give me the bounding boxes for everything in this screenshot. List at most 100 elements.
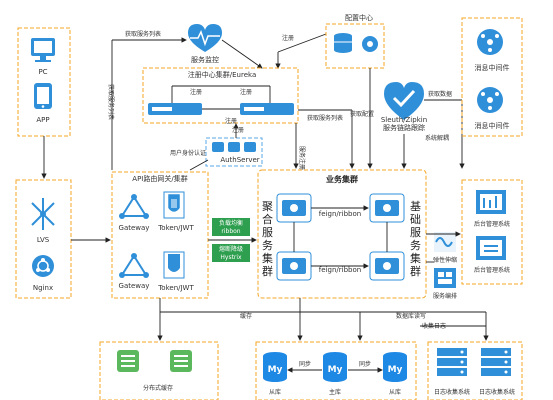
gateway-label-1: Gateway bbox=[119, 224, 150, 232]
mobile-icon bbox=[34, 83, 52, 109]
db-slave-label-1: 从库 bbox=[269, 388, 281, 396]
gear-icon bbox=[362, 36, 378, 52]
log-server-icon bbox=[481, 348, 511, 376]
auth-box bbox=[205, 137, 263, 167]
nginx-label: Nginx bbox=[33, 284, 53, 292]
log-server-icon bbox=[437, 348, 467, 376]
db-slave-label-2: 从库 bbox=[389, 388, 401, 396]
feign-label-2: feign/ribbon bbox=[319, 266, 361, 274]
service-monitor-label: 服务监控 bbox=[191, 55, 219, 64]
config-center-label: 配置中心 bbox=[345, 13, 373, 22]
edge-fetch-list-mid: 获取服务列表 bbox=[307, 114, 343, 122]
edge-register-auth: 注册 bbox=[232, 126, 244, 134]
mysql-icon: My bbox=[323, 352, 347, 382]
registry-title: 注册中心集群/Eureka bbox=[188, 70, 256, 79]
ribbon-line2: ribbon bbox=[221, 228, 240, 235]
business-box bbox=[257, 169, 427, 299]
shield-icon bbox=[163, 251, 185, 279]
sleuth-check-icon bbox=[384, 82, 424, 120]
log-label-1: 日志收集系统 bbox=[434, 388, 470, 396]
lvs-icon bbox=[31, 198, 55, 230]
edge-fetch-list-vertical: 获取服务列表 bbox=[107, 84, 115, 120]
feign-label-1: feign/ribbon bbox=[319, 210, 361, 218]
mq-icon bbox=[477, 87, 503, 113]
edge-log-collect: 收集日志 bbox=[422, 322, 446, 330]
database-icon bbox=[334, 33, 352, 53]
hystrix-badge bbox=[212, 244, 250, 262]
sync-label-1: 同步 bbox=[299, 360, 311, 368]
mq-icon bbox=[477, 29, 503, 55]
lvs-label: LVS bbox=[37, 236, 50, 244]
db-box bbox=[255, 341, 417, 400]
registry-register-1: 注册 bbox=[190, 88, 202, 96]
registry-box bbox=[142, 67, 299, 124]
service-node bbox=[276, 251, 312, 281]
cache-icon bbox=[117, 350, 139, 372]
edge-db-rw: 数据库读写 bbox=[396, 312, 426, 320]
server-icon bbox=[240, 103, 294, 115]
db-master-label: 主库 bbox=[329, 388, 341, 396]
cache-label: 分布式缓存 bbox=[143, 384, 173, 392]
ribbon-line1: 负载均衡 bbox=[219, 219, 243, 227]
heart-monitor-icon bbox=[188, 24, 222, 52]
mysql-icon: My bbox=[263, 352, 287, 382]
user-auth-label: 用户身份认证 bbox=[170, 149, 206, 157]
edge-service-register: 服务注册 bbox=[298, 146, 306, 170]
ribbon-badge bbox=[212, 218, 250, 236]
service-node bbox=[369, 193, 405, 223]
config-box bbox=[325, 23, 385, 69]
edge-system-decouple: 系统解耦 bbox=[425, 134, 449, 142]
gateway-icon bbox=[119, 194, 149, 219]
sync-label-2: 同步 bbox=[359, 360, 371, 368]
service-node bbox=[276, 193, 312, 223]
edge-fetch-list-top: 获取服务列表 bbox=[125, 30, 161, 38]
lb-box bbox=[15, 179, 72, 299]
cache-icon bbox=[170, 350, 192, 372]
mysql-icon: My bbox=[383, 352, 407, 382]
cache-box bbox=[99, 341, 219, 400]
token-label-1: Token/JWT bbox=[157, 224, 194, 232]
server-icon bbox=[148, 103, 202, 115]
mq-label-2: 消息中间件 bbox=[475, 121, 510, 130]
gateway-label-2: Gateway bbox=[119, 282, 150, 290]
pc-label: PC bbox=[38, 68, 47, 76]
orchestration-label: 服务编排 bbox=[433, 292, 457, 300]
log-box bbox=[427, 341, 523, 400]
edge-fetch-data: 获取数据 bbox=[428, 90, 452, 98]
registry-register-2: 注册 bbox=[240, 88, 252, 96]
admin-dashboard-icon bbox=[476, 190, 506, 214]
elastic-label: 弹性伸缩 bbox=[433, 256, 457, 264]
hystrix-line2: Hystrix bbox=[220, 254, 242, 261]
mq-label-1: 消息中间件 bbox=[475, 63, 510, 72]
auth-label: AuthServer bbox=[220, 156, 259, 164]
edge-register-top: 注册 bbox=[282, 34, 294, 42]
auth-server-icon bbox=[212, 142, 256, 152]
admin-label-2: 后台管理系统 bbox=[474, 266, 510, 274]
log-label-2: 日志收集系统 bbox=[479, 388, 515, 396]
service-node bbox=[369, 251, 405, 281]
orchestration-icon bbox=[434, 268, 456, 288]
mq-box bbox=[461, 17, 523, 137]
shield-icon bbox=[163, 191, 185, 219]
hystrix-line1: 熔断降级 bbox=[219, 245, 243, 253]
gateway-icon bbox=[119, 253, 149, 278]
nginx-icon bbox=[32, 255, 54, 277]
svg-text:My: My bbox=[388, 365, 403, 375]
aggregate-label: 聚合服务集群 bbox=[262, 200, 273, 278]
edge-cache: 缓存 bbox=[240, 312, 252, 320]
svg-text:My: My bbox=[268, 365, 283, 375]
admin-dashboard-icon bbox=[476, 236, 506, 260]
admin-label-1: 后台管理系统 bbox=[474, 220, 510, 228]
admin-box bbox=[461, 179, 523, 285]
gateway-box bbox=[111, 171, 209, 299]
svg-text:My: My bbox=[328, 365, 343, 375]
token-label-2: Token/JWT bbox=[157, 284, 194, 292]
sleuth-line1: Sleuth/Zipkin bbox=[381, 116, 427, 124]
pc-icon bbox=[31, 38, 55, 62]
sleuth-line2: 服务链路跟踪 bbox=[383, 123, 425, 132]
gateway-box-title: API路由网关/集群 bbox=[132, 174, 187, 183]
edge-fetch-config: 获取配置 bbox=[350, 110, 374, 118]
app-label: APP bbox=[36, 116, 49, 124]
base-label: 基础服务集群 bbox=[410, 200, 421, 278]
